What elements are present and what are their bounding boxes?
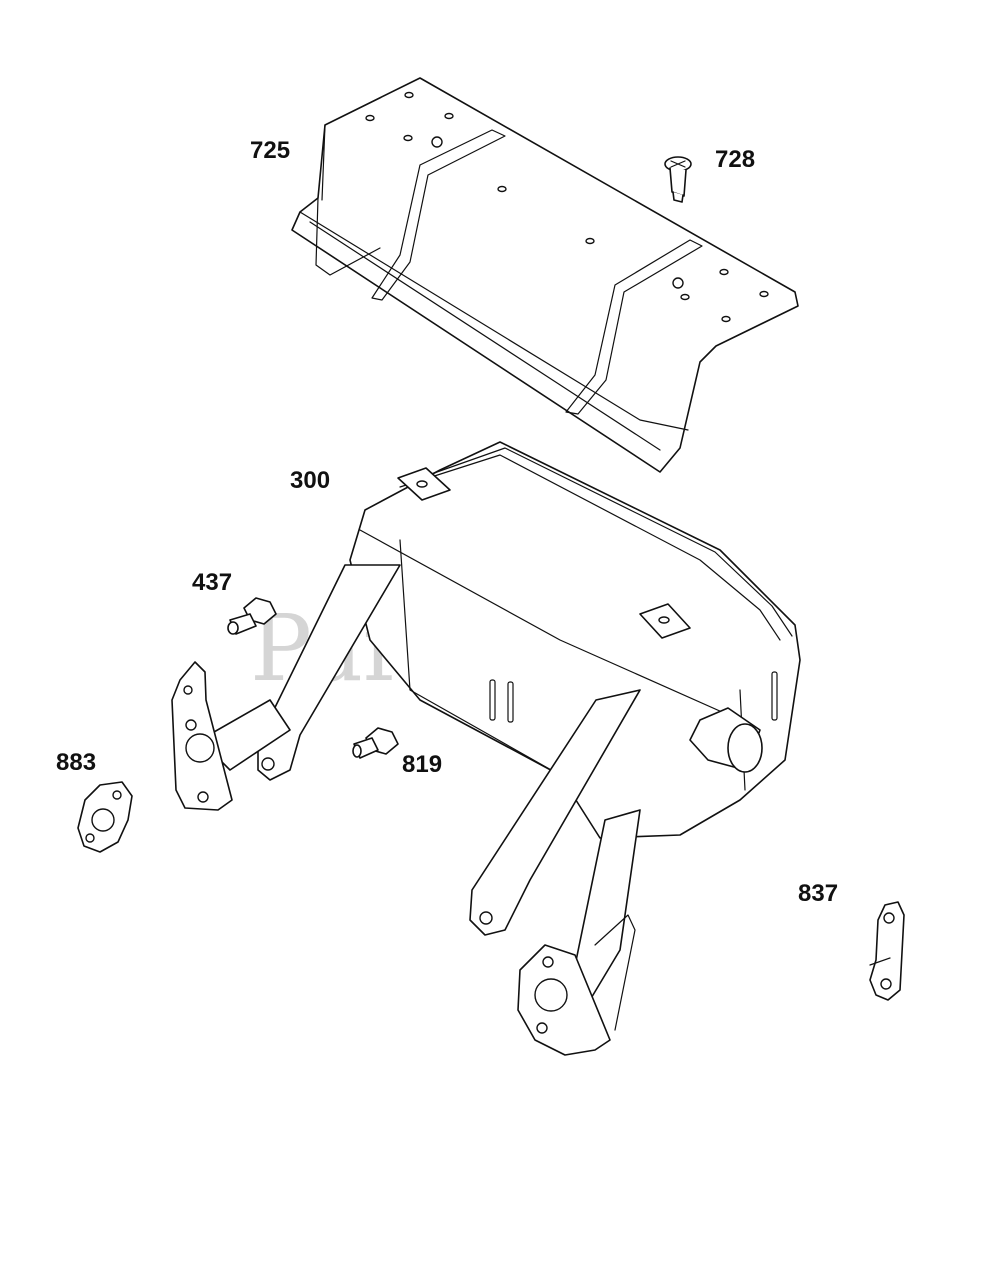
part-837-clip[interactable] bbox=[869, 901, 905, 1001]
callout-883: 883 bbox=[56, 749, 96, 776]
part-883-gasket[interactable] bbox=[77, 781, 133, 853]
callout-725: 725 bbox=[250, 137, 290, 164]
part-728-screw[interactable] bbox=[664, 156, 692, 203]
part-725-heat-shield[interactable] bbox=[291, 77, 799, 473]
callout-728: 728 bbox=[715, 146, 755, 173]
part-819-bolt[interactable] bbox=[352, 727, 399, 759]
part-300-muffler[interactable] bbox=[171, 441, 801, 1056]
callout-300: 300 bbox=[290, 467, 330, 494]
callout-437: 437 bbox=[192, 569, 232, 596]
callout-837: 837 bbox=[798, 880, 838, 907]
callouts: 725 728 300 437 819 883 837 bbox=[56, 137, 838, 907]
callout-819: 819 bbox=[402, 751, 442, 778]
part-437-bolt[interactable] bbox=[227, 597, 277, 635]
